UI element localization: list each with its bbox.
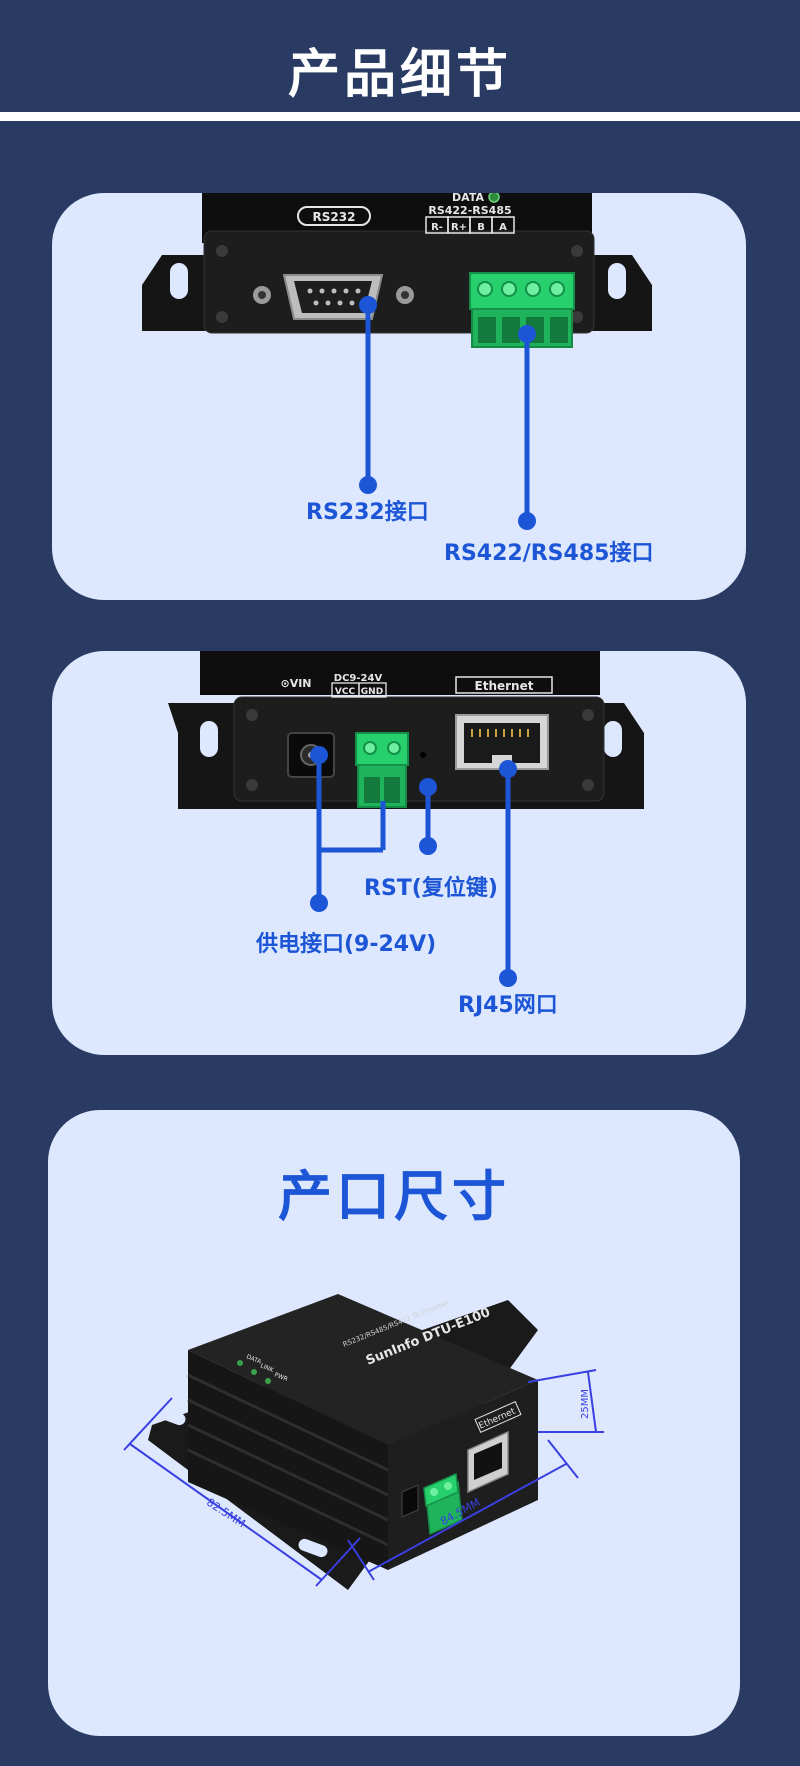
mount-slot-left xyxy=(170,263,188,299)
screw-icon xyxy=(246,779,258,791)
power-label: 供电接口(9-24V) xyxy=(256,932,437,957)
header-divider xyxy=(0,112,800,121)
rj45-label: RJ45网口 xyxy=(458,993,558,1018)
terminal-pin-label: B xyxy=(477,222,485,233)
page-title: 产品细节 xyxy=(287,45,512,105)
device-isometric-view: SunInfo DTU-E100 RS232/RS485/RS422 To Et… xyxy=(123,1294,604,1590)
terminal-header-text: RS422-RS485 xyxy=(428,204,511,217)
rj45-callout xyxy=(499,760,517,987)
mount-slot-right xyxy=(608,263,626,299)
device-rear-view: ⊙VIN DC9-24V VCC GND Ethernet xyxy=(168,651,644,987)
dimension-height-text: 25MM xyxy=(580,1389,591,1419)
vin-text: ⊙VIN xyxy=(280,677,311,690)
dimension-depth xyxy=(347,1439,579,1581)
rst-callout xyxy=(419,778,437,855)
terminal-block xyxy=(423,1472,463,1536)
device-front-face xyxy=(388,1380,538,1570)
device-front-view: RS232 DATA RS422-RS485 R- R+ B A xyxy=(142,193,652,530)
dimension-height xyxy=(527,1369,604,1433)
rst-label: RST(复位键) xyxy=(364,876,498,901)
power-terminal-block xyxy=(355,732,409,808)
terminal-pin-label: R- xyxy=(431,222,443,233)
mount-slot-left xyxy=(200,721,218,757)
data-led-text: DATA xyxy=(452,193,484,204)
panel-serial-ports: RS232 DATA RS422-RS485 R- R+ B A xyxy=(52,193,746,600)
data-led-icon xyxy=(488,193,500,203)
led-label: LINK xyxy=(259,1362,275,1374)
screw-icon xyxy=(246,709,258,721)
rs485-callout-dot xyxy=(518,325,536,343)
screw-icon xyxy=(582,709,594,721)
screw-icon xyxy=(216,245,228,257)
rs232-label: RS232接口 xyxy=(306,500,429,525)
device-top-face xyxy=(188,1294,538,1445)
dc-power-jack xyxy=(401,1484,419,1518)
led-label: PWR xyxy=(273,1371,288,1383)
power-callout xyxy=(310,746,386,912)
reset-hole xyxy=(420,752,426,758)
mount-slot-right xyxy=(604,721,622,757)
screw-icon xyxy=(571,311,583,323)
dc-voltage-text: DC9-24V xyxy=(334,673,383,684)
rs232-callout-dot xyxy=(359,296,377,314)
terminal-pin-labels: R- R+ B A xyxy=(425,216,515,234)
terminal-pin-label: A xyxy=(499,222,507,233)
page-header: 产品细节 xyxy=(0,0,800,121)
rs232-callout-dot xyxy=(359,476,377,494)
screw-icon xyxy=(582,779,594,791)
device-side-face xyxy=(188,1350,388,1570)
rs485-callout-dot xyxy=(518,512,536,530)
screw-icon xyxy=(571,245,583,257)
vcc-text: VCC xyxy=(335,687,356,697)
panel-power-network: ⊙VIN DC9-24V VCC GND Ethernet xyxy=(52,651,746,1055)
rj45-port xyxy=(455,714,549,770)
screw-icon xyxy=(216,311,228,323)
rs232-port-text: RS232 xyxy=(313,210,356,224)
rs422-rs485-label: RS422/RS485接口 xyxy=(444,541,654,566)
panel-dimensions: 产口尺寸 SunInfo DTU-E100 RS232/RS485/RS422 … xyxy=(48,1110,740,1736)
gnd-text: GND xyxy=(361,687,383,697)
section-title: 产口尺寸 xyxy=(278,1165,510,1228)
ethernet-port-text: Ethernet xyxy=(475,679,534,693)
terminal-pin-label: R+ xyxy=(451,222,467,233)
